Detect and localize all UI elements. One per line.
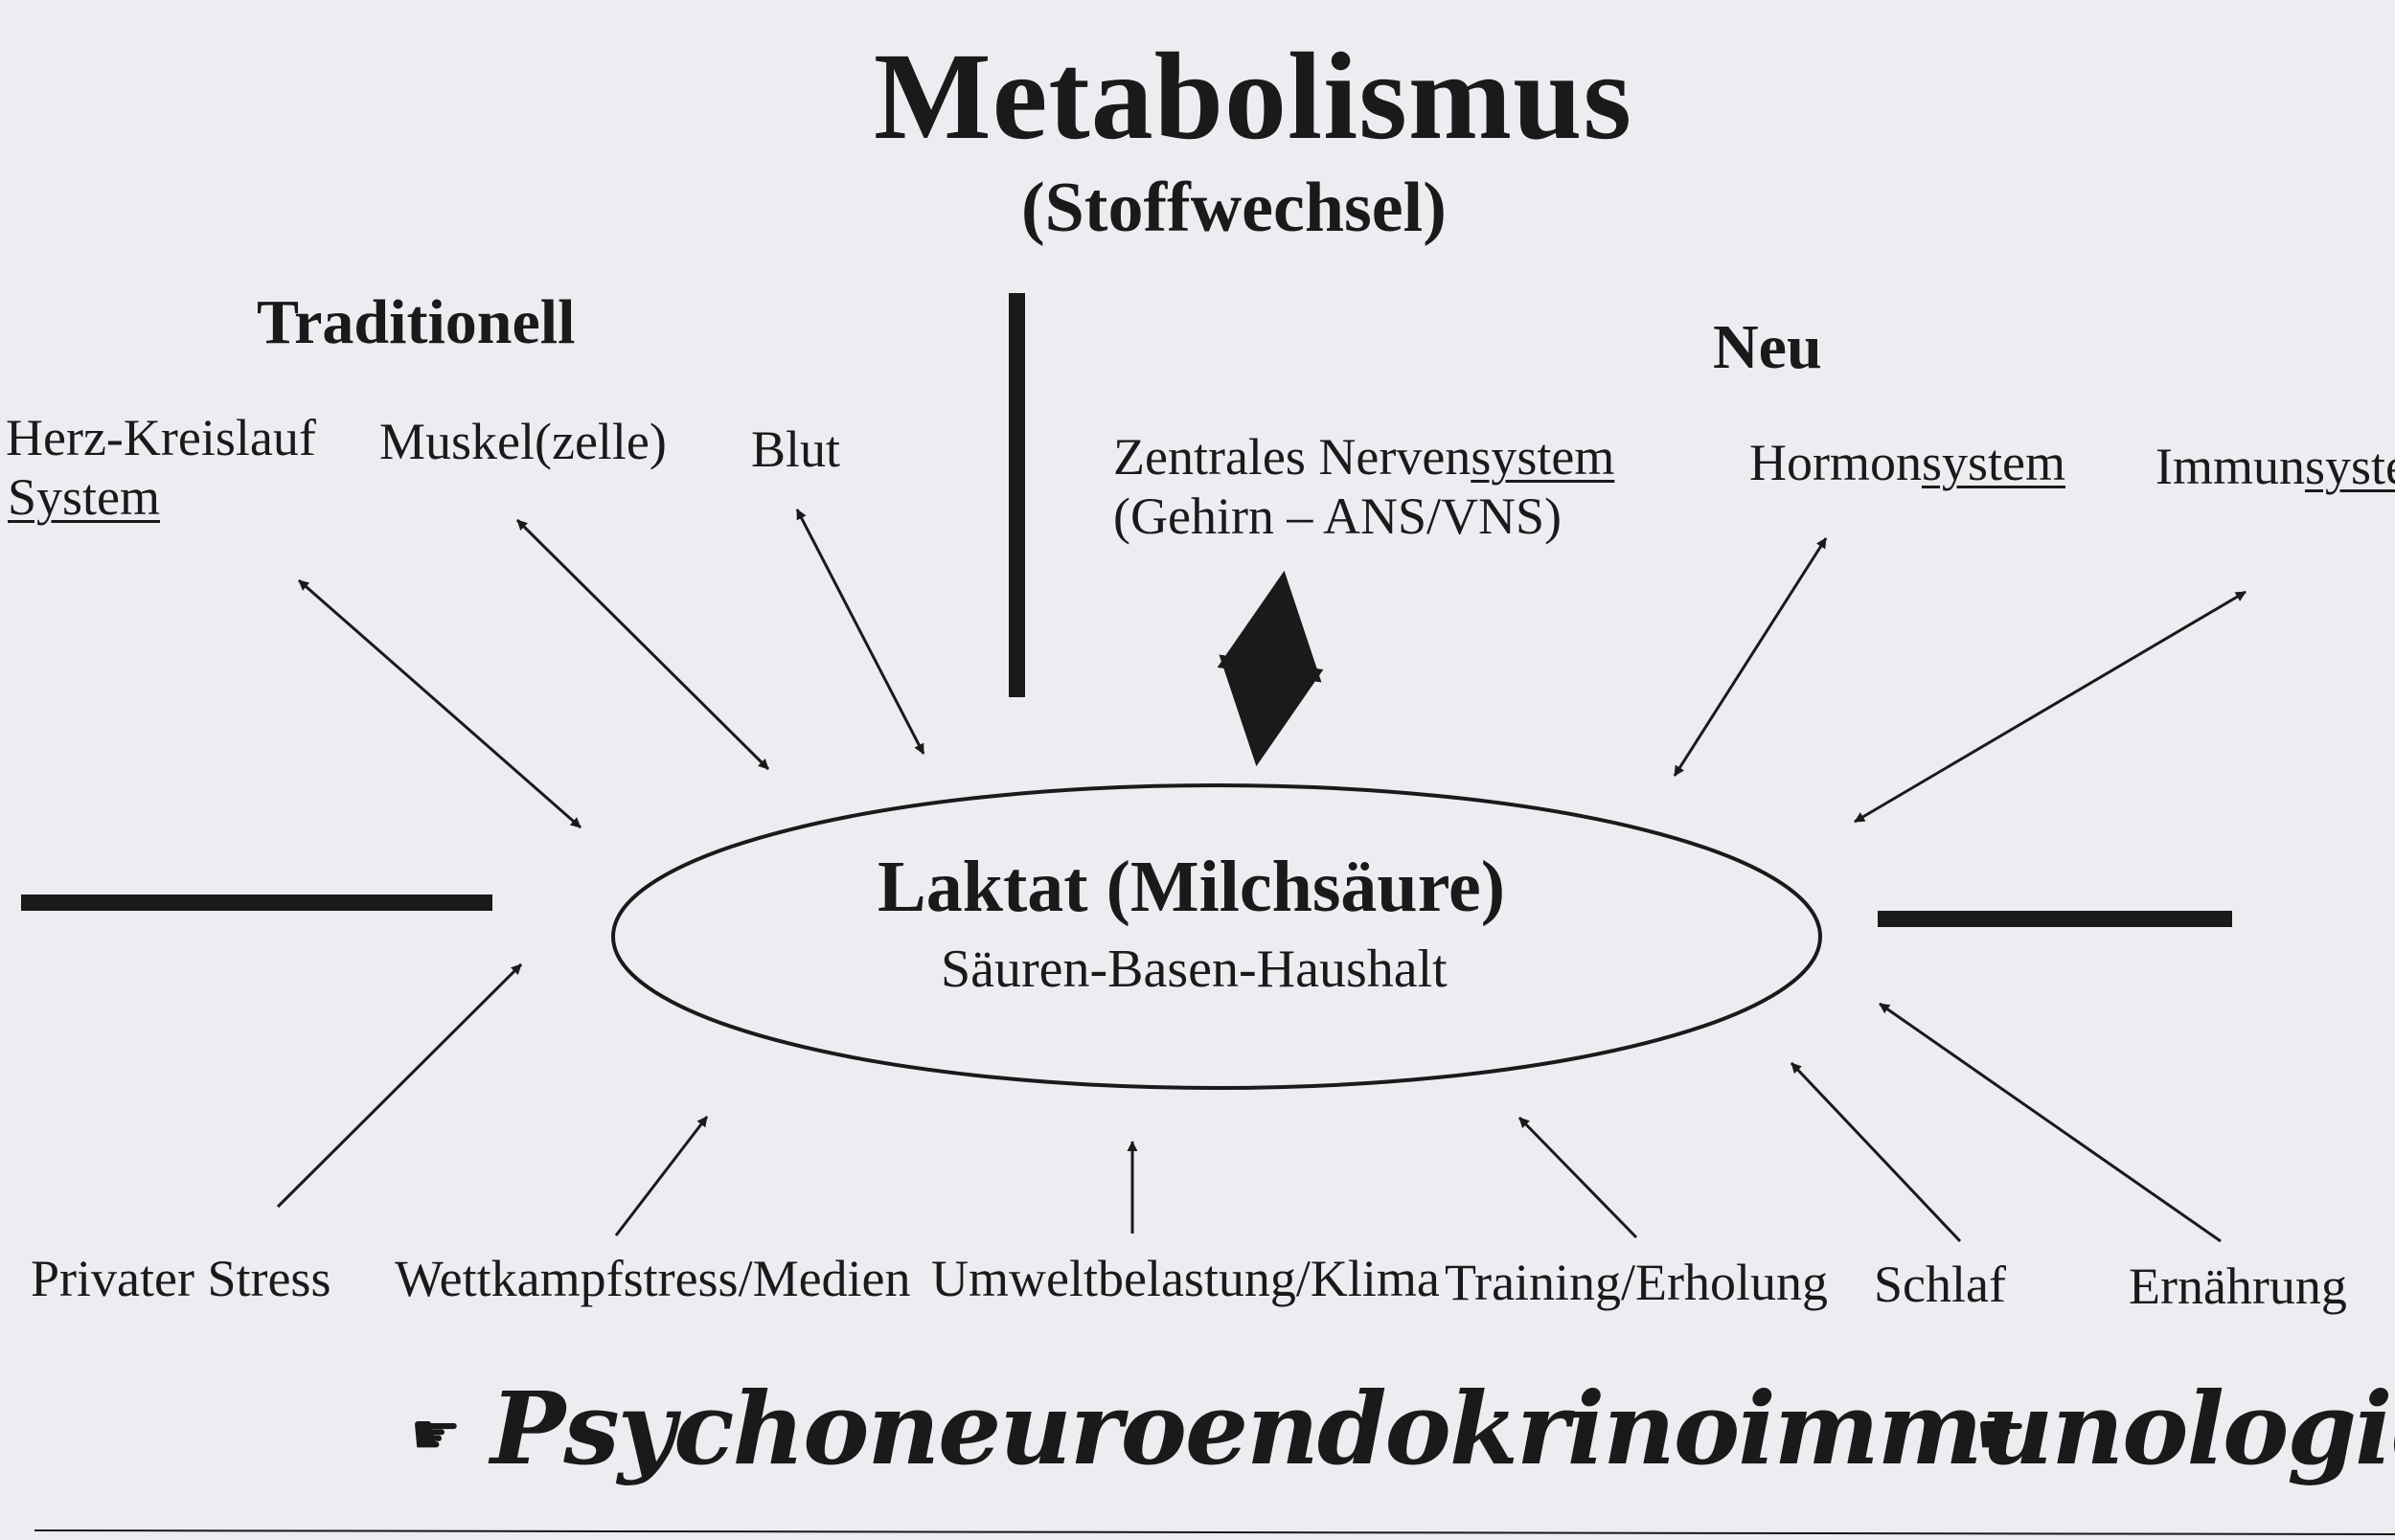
pointing-hand-icon: ☛ xyxy=(410,1401,462,1468)
arrow-heart xyxy=(298,578,582,829)
label-brain-ans-vns: (Gehirn – ANS/VNS) xyxy=(1113,487,1562,545)
vertical-divider-bar xyxy=(1009,293,1025,697)
label-system: System xyxy=(8,468,161,526)
label-hormone-system: Hormonsystem xyxy=(1749,434,2065,491)
arrow-nutrition xyxy=(1879,1002,2222,1243)
arrow-private-stress xyxy=(276,962,523,1209)
label-training-recovery: Training/Erholung xyxy=(1445,1254,1829,1311)
heading-traditional: Traditionell xyxy=(257,287,576,357)
label-nutrition: Ernährung xyxy=(2129,1257,2347,1315)
footer-title: Psychoneuroendokrinoimmunologie xyxy=(490,1370,2395,1487)
label-competition-stress: Wettkampfstress/Medien xyxy=(395,1250,911,1307)
label-muscle-cell: Muskel(zelle) xyxy=(379,413,667,470)
label-environment-climate: Umweltbelastung/Klima xyxy=(931,1250,1440,1307)
right-horizontal-bar xyxy=(1878,911,2232,927)
bottom-rule xyxy=(34,1529,2395,1535)
arrow-muscle xyxy=(515,518,770,771)
arrow-sleep xyxy=(1790,1061,1962,1243)
diagram-title: Metabolismus xyxy=(874,28,1632,166)
center-subtitle: Säuren-Basen-Haushalt xyxy=(941,940,1448,999)
arrow-immune xyxy=(1854,590,2247,824)
arrow-blood xyxy=(795,509,925,755)
arrow-hormone xyxy=(1673,537,1828,777)
arrow-cns xyxy=(1217,570,1324,767)
label-private-stress: Privater Stress xyxy=(31,1250,331,1307)
label-central-nervous-system: Zentrales Nervensystem xyxy=(1113,428,1615,486)
label-sleep: Schlaf xyxy=(1874,1256,2006,1313)
pointing-hand-icon: ☛ xyxy=(1975,1401,2027,1468)
label-blood: Blut xyxy=(751,420,841,478)
heading-new: Neu xyxy=(1713,312,1822,382)
diagram-subtitle: (Stoffwechsel) xyxy=(1021,169,1447,247)
label-immune-system: Immunsyste xyxy=(2156,438,2395,495)
center-title: Laktat (Milchsäure) xyxy=(878,847,1506,927)
left-horizontal-bar xyxy=(21,895,492,911)
label-heart-circulation: Herz-Kreislauf xyxy=(6,409,316,466)
center-ellipse xyxy=(611,783,1822,1090)
arrow-training xyxy=(1517,1116,1638,1239)
arrow-competition xyxy=(614,1116,709,1236)
